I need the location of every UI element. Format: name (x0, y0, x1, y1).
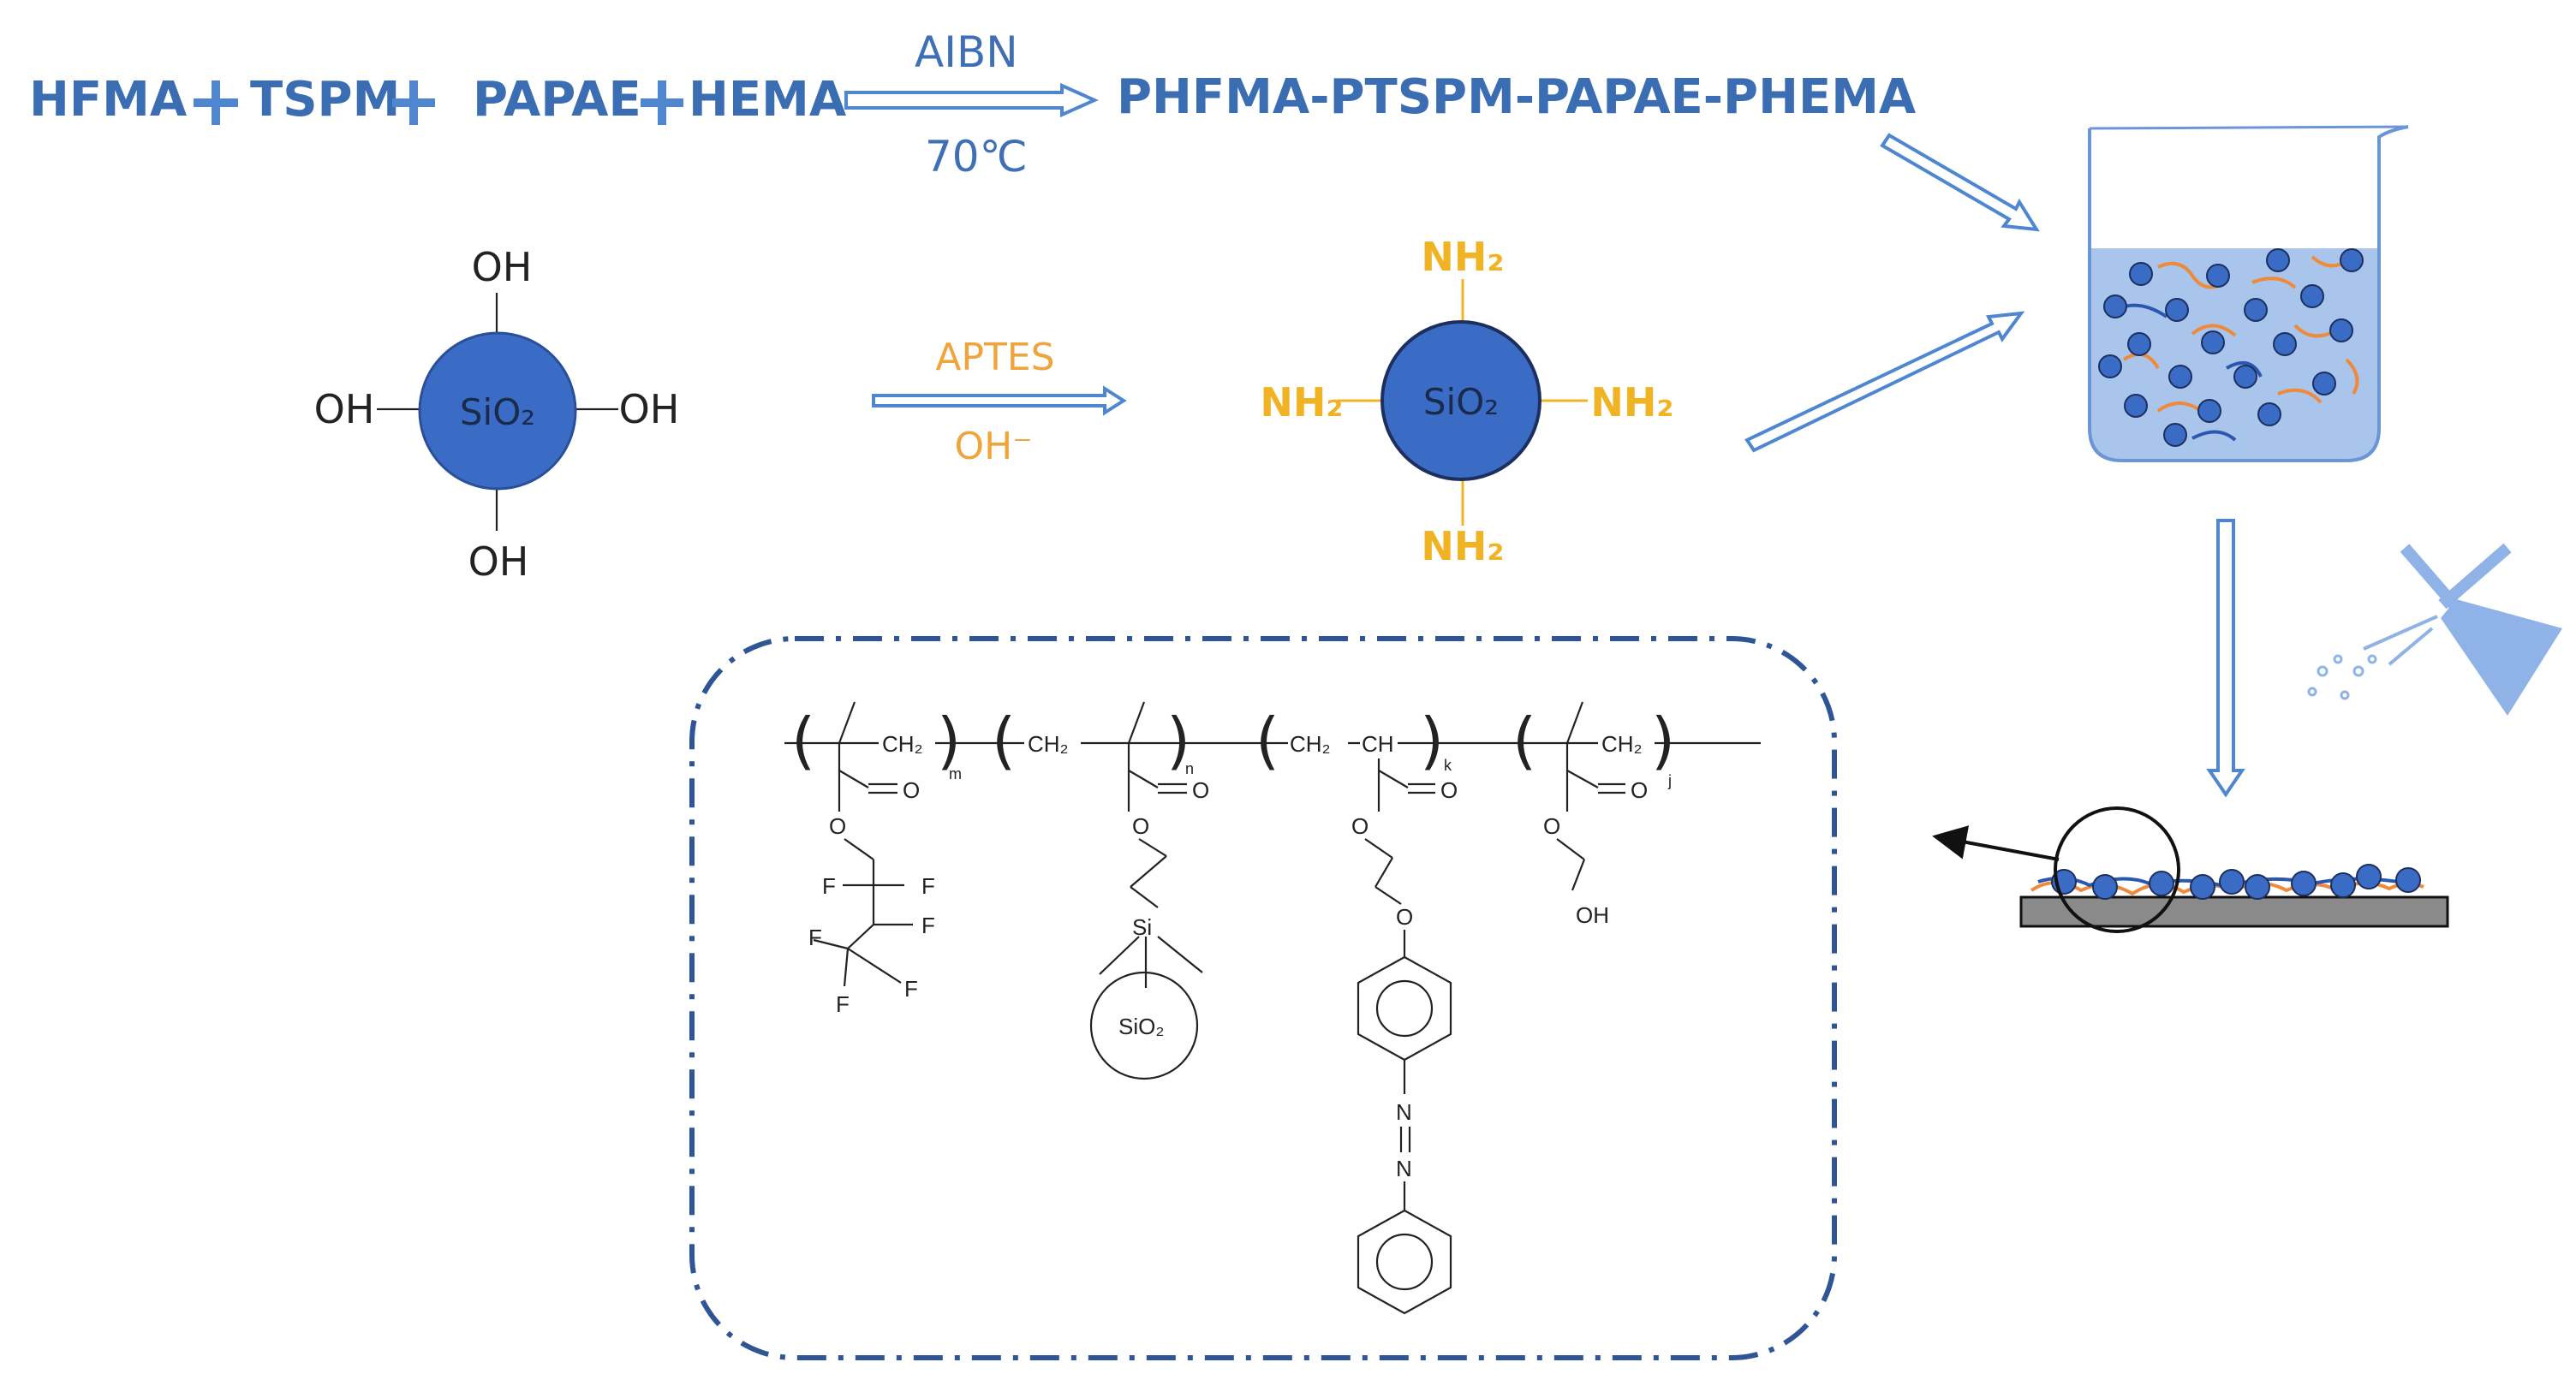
reagent-papae: PAPAE (473, 72, 641, 128)
reagent-tspm: TSPM (250, 72, 400, 128)
particle-label: SiO₂ (460, 391, 535, 433)
fluorine: F (836, 991, 850, 1017)
reagent-hfma: HFMA (29, 72, 188, 128)
ch2-label: CH₂ (1028, 731, 1069, 757)
arrow-to-coating (2206, 519, 2245, 798)
bracket-open: ( (1512, 705, 1536, 776)
ester-o: O (1351, 813, 1368, 839)
subscript-m: m (949, 765, 962, 782)
carbonyl-o: O (1440, 777, 1458, 803)
fluorine: F (921, 873, 935, 899)
ch-label: CH (1362, 731, 1394, 757)
fluorine: F (904, 976, 918, 1002)
beaker-icon (2088, 125, 2409, 462)
bracket-open: ( (791, 705, 815, 776)
arrow-to-beaker-top (1880, 133, 2040, 232)
reaction-arrow-1 (844, 82, 1099, 118)
hydroxyl-right: OH (619, 386, 680, 432)
spray-bottle-icon (2307, 543, 2562, 716)
subscript-n: n (1185, 760, 1194, 777)
hydroxyl-top: OH (472, 244, 533, 290)
particle-label: SiO₂ (1423, 381, 1499, 423)
magnifier-circle-icon (2054, 806, 2180, 933)
temperature-label: 70℃ (925, 132, 1028, 181)
hydroxyl-silica-particle: SiO₂ OH OH OH OH (314, 244, 680, 585)
reaction-arrow-2 (872, 385, 1127, 416)
carbonyl-o: O (1631, 777, 1648, 803)
dispersed-particles (2098, 248, 2364, 447)
ester-o: O (829, 813, 846, 839)
copolymer-structure: ( CH₂ ) m O O F F F F F F ( CH₂ ) n (784, 701, 1761, 1315)
coated-substrate-icon (2019, 806, 2449, 933)
ch2-label: CH₂ (882, 731, 923, 757)
plus-icon (641, 80, 683, 125)
amine-top: NH₂ (1421, 234, 1504, 280)
azo-n: N (1396, 1099, 1412, 1125)
amine-silica-particle: SiO₂ NH₂ NH₂ NH₂ NH₂ (1260, 234, 1673, 569)
plus-icon (194, 80, 238, 125)
subscript-j: j (1667, 772, 1672, 789)
grafted-particle-label: SiO₂ (1118, 1014, 1164, 1039)
amine-right: NH₂ (1590, 379, 1673, 425)
reaction-2: SiO₂ OH OH OH OH APTES OH⁻ SiO₂ NH₂ NH₂ … (314, 234, 1674, 585)
catalyst-label: AIBN (915, 27, 1018, 77)
bracket-close: ) (1420, 705, 1444, 776)
amine-left: NH₂ (1260, 379, 1343, 425)
azo-n: N (1396, 1156, 1412, 1181)
copolymer-product: PHFMA-PTSPM-PAPAE-PHEMA (1117, 69, 1917, 125)
aptes-label: APTES (935, 336, 1054, 379)
arrow-to-beaker-bottom (1744, 311, 2025, 453)
subscript-k: k (1444, 757, 1452, 774)
carbonyl-o: O (1192, 777, 1209, 803)
bracket-open: ( (992, 705, 1016, 776)
plus-icon (392, 80, 435, 125)
reagent-hema: HEMA (689, 72, 847, 128)
fluorine: F (822, 873, 836, 899)
bracket-open: ( (1255, 705, 1279, 776)
silicon: Si (1132, 914, 1152, 940)
zoom-pointer-arrow (1932, 825, 2060, 861)
hydroxyl-left: OH (314, 386, 375, 432)
structure-box (689, 636, 1837, 1360)
ester-o: O (1132, 813, 1149, 839)
ester-o: O (1543, 813, 1560, 839)
bracket-close: ) (1651, 705, 1675, 776)
reaction-1: HFMA TSPM PAPAE HEMA AIBN 70℃ PHFMA-PTSP… (29, 27, 1917, 181)
fluorine: F (808, 925, 822, 950)
bracket-close: ) (1166, 705, 1190, 776)
base-label: OH⁻ (955, 425, 1033, 468)
hydroxyl-bottom: OH (468, 538, 529, 585)
hydroxyl-terminal: OH (1576, 902, 1609, 928)
amine-bottom: NH₂ (1421, 523, 1504, 569)
ch2-label: CH₂ (1601, 731, 1643, 757)
bracket-close: ) (937, 705, 961, 776)
ether-o: O (1396, 904, 1413, 930)
fluorine: F (921, 913, 935, 938)
ch2-label: CH₂ (1290, 731, 1331, 757)
carbonyl-o: O (903, 777, 920, 803)
